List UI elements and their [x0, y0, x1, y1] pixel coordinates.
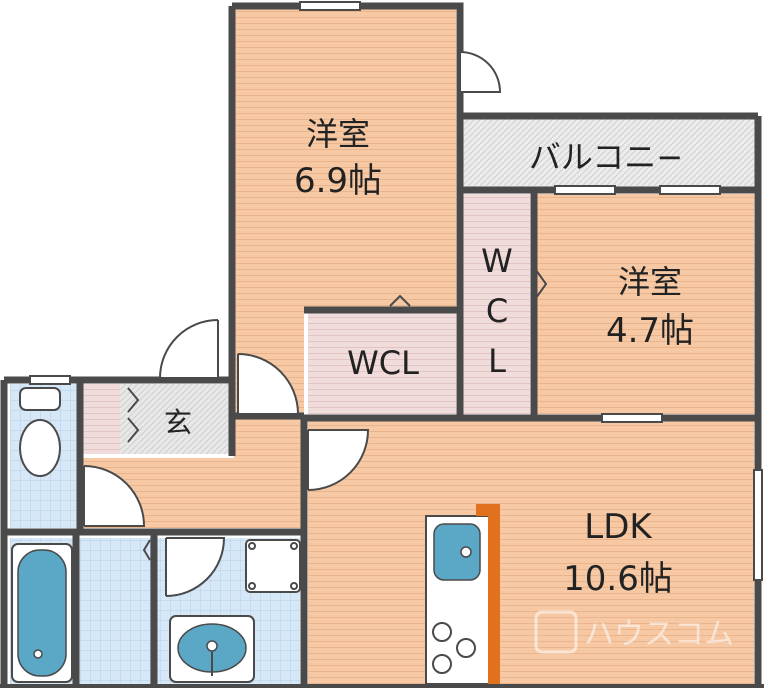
ldk-size: 10.6帖 — [563, 559, 673, 599]
bedroom-small-floor — [536, 194, 754, 414]
entrance-closet-floor — [82, 384, 120, 454]
doors — [83, 51, 548, 597]
entrance-label: 玄 — [164, 406, 192, 439]
bedroom-large-floor — [234, 8, 456, 308]
kitchen-counter — [425, 504, 500, 685]
ldk-label: LDK — [584, 507, 653, 547]
balcony-floor — [460, 118, 756, 190]
bedroom-large-size: 6.9帖 — [294, 161, 382, 201]
wcl-main-floor — [308, 308, 456, 414]
wcl-vertical-letter-l: L — [488, 342, 506, 380]
bedroom-large-label: 洋室 — [306, 115, 370, 153]
ldk-floor — [308, 420, 754, 686]
watermark: ハウスコム — [534, 610, 734, 654]
washer-pan — [245, 539, 301, 593]
wall-cap-bottom — [0, 684, 764, 688]
bathtub — [11, 543, 73, 683]
bedroom-small-size: 4.7帖 — [606, 311, 694, 351]
wcl-vertical-letter-w: W — [481, 242, 513, 280]
windows — [29, 1, 763, 581]
balcony-label: バルコニ− — [529, 138, 683, 176]
watermark-text: ハウスコム — [584, 617, 734, 652]
bedroom-small-label: 洋室 — [618, 263, 682, 301]
wcl-vertical-letter-c: C — [486, 292, 508, 330]
washbasin — [169, 615, 255, 683]
toilet-fixture — [19, 387, 61, 477]
wcl-vertical-floor — [460, 194, 530, 414]
range-hood — [476, 504, 500, 684]
wcl-main-label: WCL — [347, 344, 419, 382]
watermark-logo-icon — [534, 610, 578, 654]
entrance-floor — [120, 384, 230, 454]
